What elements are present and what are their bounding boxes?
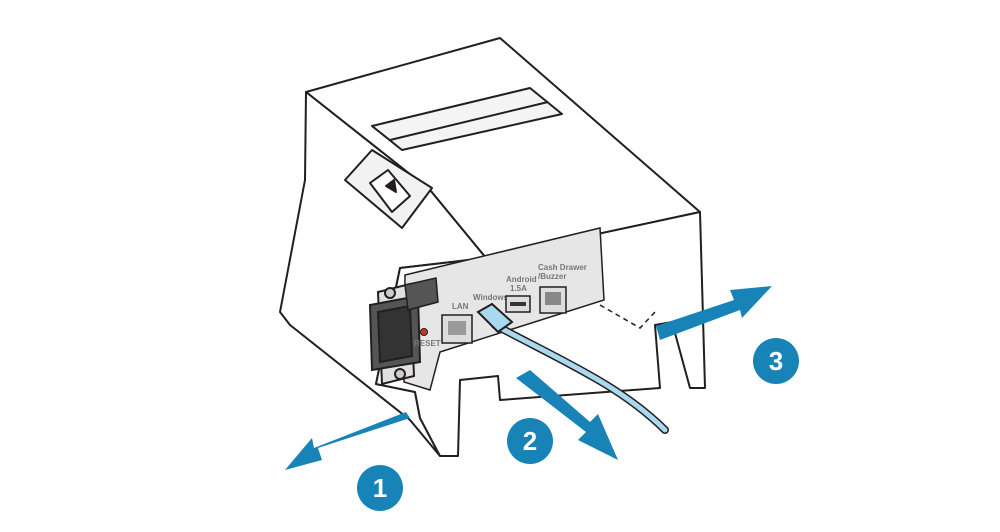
svg-text:2: 2 — [523, 426, 537, 456]
reset-button — [420, 328, 428, 336]
svg-text:1: 1 — [373, 473, 387, 503]
cash-drawer-label-line1: Cash Drawer — [538, 263, 587, 272]
arrows — [285, 286, 772, 470]
android-label-line1: Android — [506, 275, 537, 284]
lan-label: LAN — [452, 302, 469, 311]
windows-label: Windows — [473, 293, 509, 302]
lan-port — [441, 314, 473, 344]
step-2: 2 — [507, 418, 553, 464]
rear-switch — [404, 277, 439, 311]
arrow-1 — [285, 412, 410, 470]
step-1: 1 — [357, 465, 403, 511]
power-inlet — [368, 282, 422, 386]
arrow-2 — [516, 370, 618, 460]
usb-cable — [476, 302, 669, 434]
arrow-3 — [656, 286, 772, 340]
step-3: 3 — [753, 338, 799, 384]
svg-text:3: 3 — [769, 346, 783, 376]
android-label-line2: 1.5A — [510, 284, 527, 293]
paper-slot — [371, 87, 563, 151]
cash-drawer-port — [539, 286, 567, 314]
cash-drawer-label-line2: /Buzzer — [538, 272, 566, 281]
cable-route-dashed — [599, 304, 656, 329]
connector-panel — [403, 227, 605, 391]
reset-label: RESET — [414, 339, 441, 348]
